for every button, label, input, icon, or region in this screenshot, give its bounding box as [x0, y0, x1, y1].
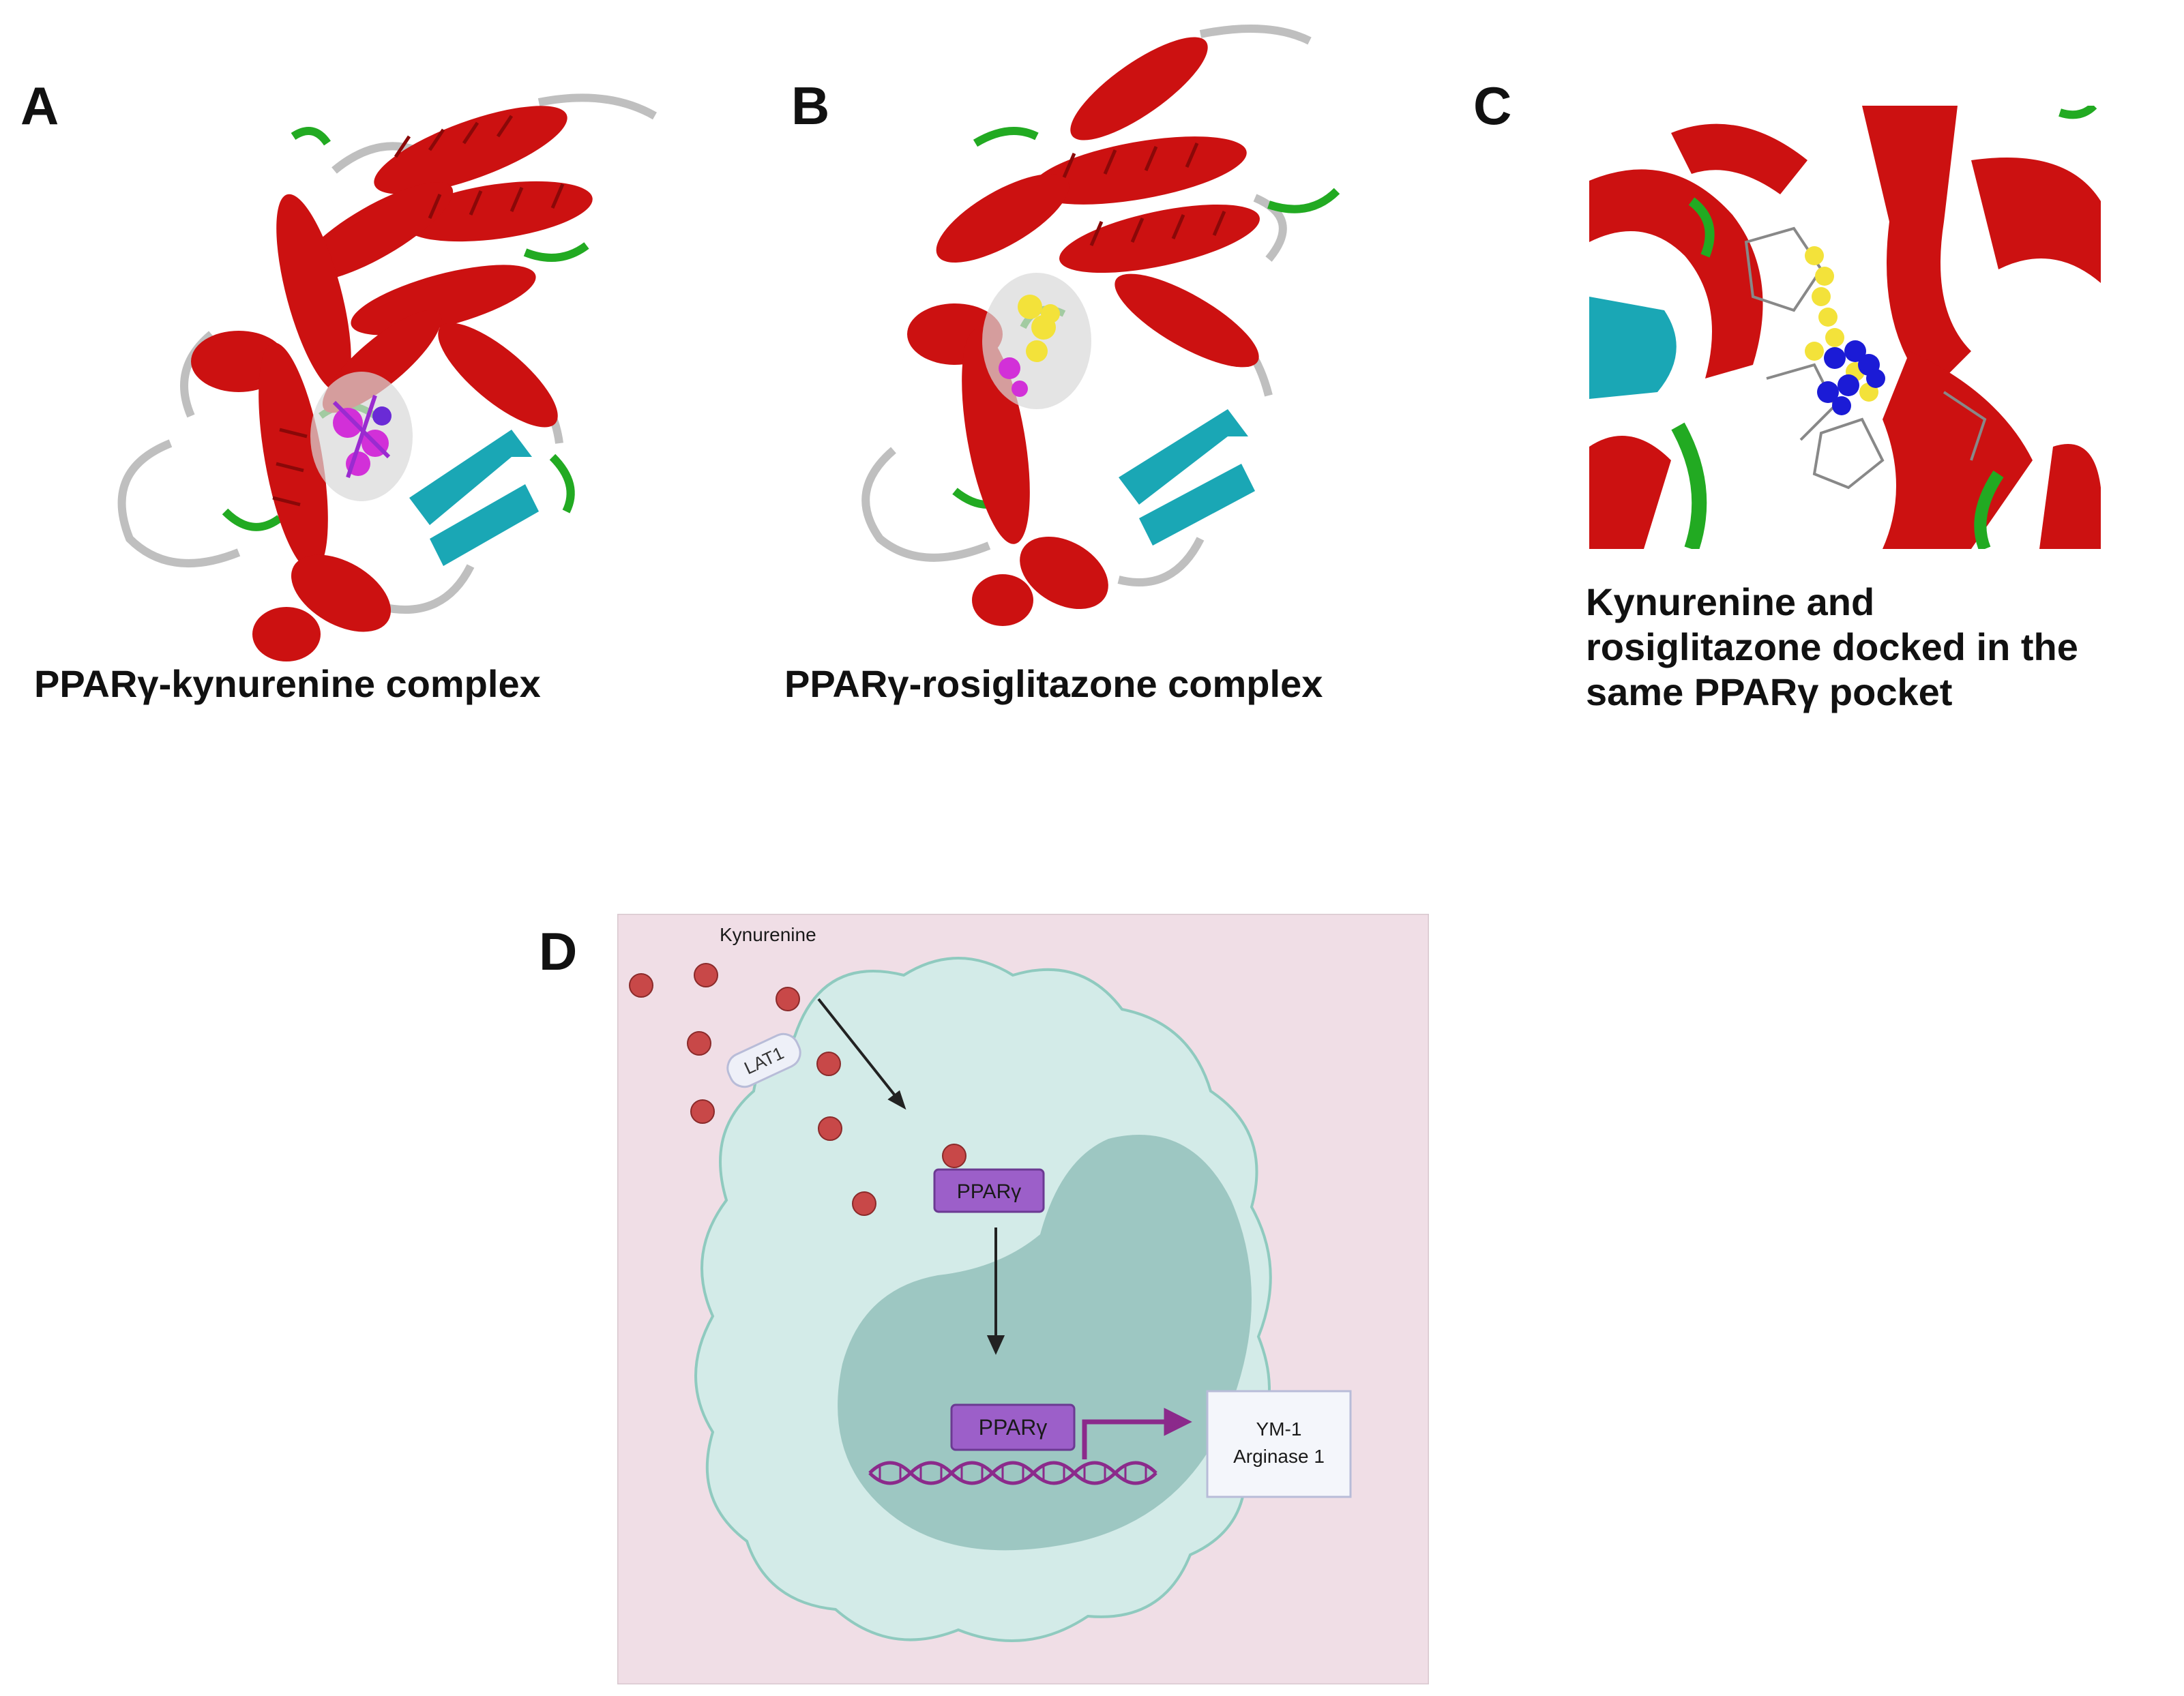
panel-c-caption-line-3: same PPARγ pocket	[1586, 670, 1953, 714]
cyto-ppar-label: PPARγ	[957, 1180, 1021, 1203]
panel-letter-b: B	[791, 76, 830, 136]
kynurenine-molecule	[694, 963, 718, 987]
panel-b-protein-structure	[861, 25, 1340, 626]
ligand-icon	[1805, 246, 1885, 415]
cytoplasmic-ppar-gamma: PPARγ	[933, 1168, 1045, 1213]
nuclear-ppar-label: PPARγ	[979, 1415, 1048, 1440]
panel-c-caption: Kynurenine and rosiglitazone docked in t…	[1586, 580, 2078, 715]
panel-letter-d: D	[539, 921, 578, 981]
kynurenine-molecule	[818, 1116, 842, 1141]
kynurenine-molecule	[942, 1144, 966, 1168]
kynurenine-molecule	[816, 1052, 841, 1076]
nuclear-ppar-gamma: PPARγ	[950, 1403, 1076, 1451]
ligand-icon	[310, 372, 413, 501]
target-genes-box: YM-1 Arginase 1	[1206, 1390, 1352, 1498]
kynurenine-label: Kynurenine	[720, 924, 816, 945]
target-gene-arginase: Arginase 1	[1233, 1446, 1325, 1467]
kynurenine-molecule	[852, 1191, 876, 1216]
panel-a-protein-structure	[117, 93, 657, 661]
panel-c-caption-line-1: Kynurenine and	[1586, 580, 1875, 623]
arrow-icon	[817, 998, 1005, 1355]
ligand-icon	[982, 273, 1091, 409]
kynurenine-molecule	[776, 987, 800, 1011]
target-gene-ym1: YM-1	[1256, 1418, 1302, 1440]
kynurenine-molecules	[629, 963, 966, 1216]
nucleus-icon	[838, 1135, 1252, 1551]
panel-a-caption: PPARγ-kynurenine complex	[34, 662, 541, 705]
kynurenine-molecule	[629, 973, 653, 998]
protein-ribbon-icon	[1589, 106, 2101, 549]
lat1-transporter: LAT1	[726, 1032, 801, 1088]
dna-helix-icon	[868, 1461, 1157, 1485]
transcription-arrow-icon	[1082, 1408, 1192, 1459]
panel-b-caption: PPARγ-rosiglitazone complex	[784, 662, 1323, 705]
panel-c-caption-line-2: rosiglitazone docked in the	[1586, 625, 2078, 669]
panel-d-pathway-diagram: LAT1 PPARγ PPARγ YM-1 Arginase 1 Kynuren…	[617, 914, 1429, 1684]
protein-ribbon-icon	[117, 93, 657, 661]
protein-ribbon-icon	[861, 25, 1340, 626]
kynurenine-molecule	[690, 1099, 715, 1124]
panel-c-binding-pocket-closeup	[1589, 106, 2101, 549]
panel-letter-a: A	[20, 76, 59, 136]
kynurenine-molecule	[687, 1031, 711, 1056]
panel-letter-c: C	[1473, 76, 1512, 136]
